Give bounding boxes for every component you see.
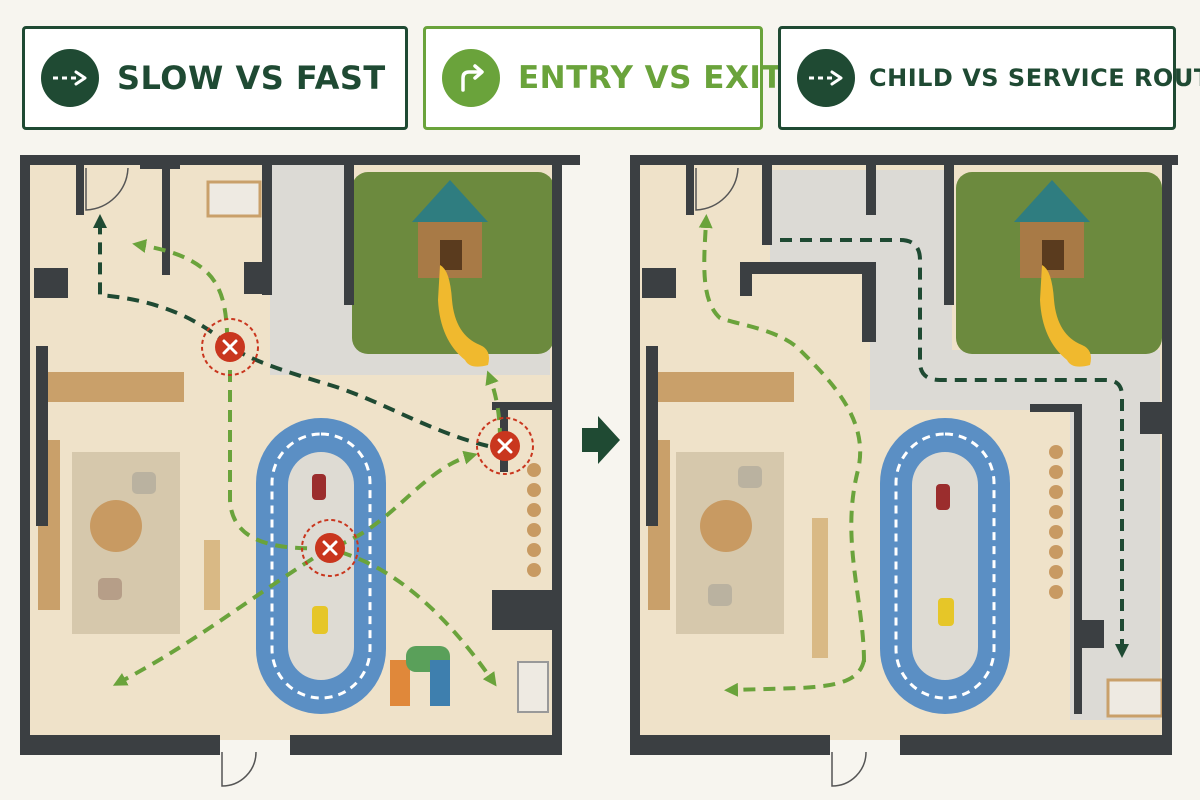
legend-card-slow-vs-fast: SLOW VS FAST	[22, 26, 408, 130]
route-child	[698, 214, 866, 663]
cushion	[132, 472, 156, 494]
bench	[812, 518, 828, 658]
shelf	[656, 372, 794, 402]
transition-arrow-icon	[582, 416, 620, 464]
dashed-arrow-icon	[41, 49, 99, 107]
turn-arrow-icon	[442, 49, 500, 107]
ride-on-toy	[936, 484, 950, 510]
soft-block	[430, 660, 450, 706]
walls	[630, 155, 1178, 755]
plan-before	[20, 155, 580, 787]
door	[85, 167, 129, 211]
sink	[517, 661, 549, 713]
door	[221, 751, 257, 787]
route-fast	[339, 550, 497, 687]
route-child	[724, 659, 866, 697]
sink	[1106, 678, 1164, 718]
plan-after	[630, 155, 1178, 787]
route-fast	[228, 370, 478, 551]
legend-label: ENTRY VS EXIT	[518, 60, 784, 96]
legend-label: SLOW VS FAST	[117, 59, 386, 97]
door	[831, 751, 867, 787]
conflict-marker	[301, 519, 359, 577]
legend-card-child-vs-service-route: CHILD VS SERVICE ROUTE	[778, 26, 1200, 130]
bench	[204, 540, 220, 610]
dashed-arrow-icon	[797, 49, 855, 107]
ride-on-toy	[938, 598, 954, 626]
race-track	[880, 418, 1010, 714]
legend-label: CHILD VS SERVICE ROUTE	[869, 64, 1200, 92]
conflict-marker	[201, 318, 259, 376]
sink	[206, 180, 262, 218]
cushion	[708, 584, 732, 606]
stools	[527, 463, 541, 577]
playhouse	[412, 180, 489, 367]
legend-card-entry-vs-exit: ENTRY VS EXIT	[423, 26, 783, 130]
table	[700, 500, 752, 552]
shelf	[46, 372, 184, 402]
stools	[1049, 445, 1063, 599]
route-fast	[112, 546, 332, 686]
soft-block	[390, 660, 410, 706]
ride-on-toy	[312, 606, 328, 634]
route-slow	[93, 214, 489, 448]
service-corridor	[770, 170, 880, 265]
door	[695, 167, 739, 211]
walls	[20, 155, 580, 755]
cushion	[738, 466, 762, 488]
table	[90, 500, 142, 552]
ride-on-toy	[312, 474, 326, 500]
service-corridor	[1070, 400, 1160, 720]
race-track	[256, 418, 386, 714]
playhouse	[1014, 180, 1091, 367]
cushion	[98, 578, 122, 600]
route-service	[780, 238, 1129, 658]
conflict-marker	[476, 417, 534, 475]
